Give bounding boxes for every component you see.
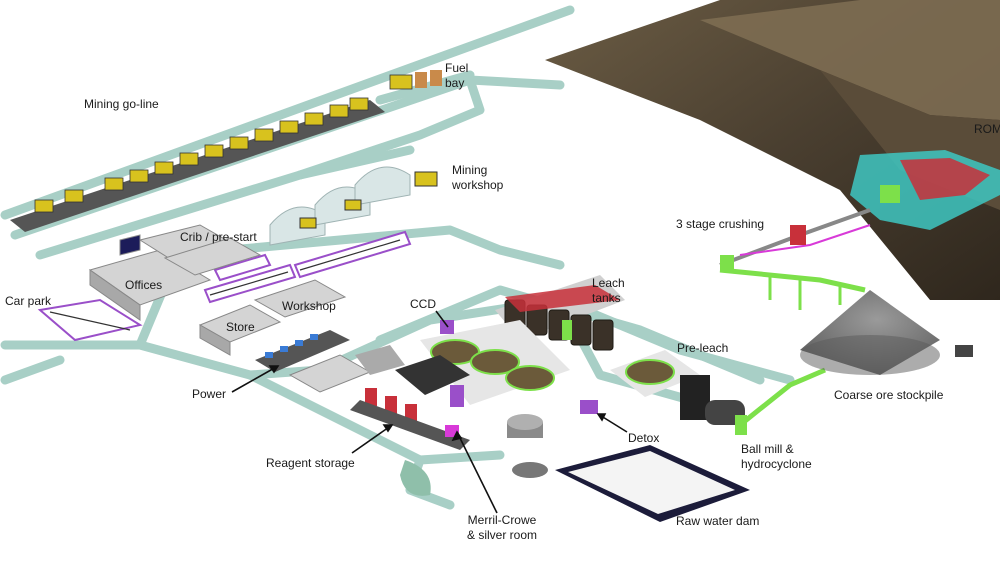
label-mining-workshop-line1: Mining <box>452 163 488 177</box>
label-ccd: CCD <box>410 297 436 311</box>
raw-water-dam <box>555 445 750 522</box>
label-power: Power <box>192 387 227 401</box>
label-fuel-bay-line1: Fuel <box>445 61 469 75</box>
label-mining-goline: Mining go-line <box>84 97 159 111</box>
leach-tanks <box>495 275 625 351</box>
crushing-circuit <box>719 208 871 427</box>
label-fuel-bay-line2: bay <box>445 76 465 90</box>
label-reagent-storage: Reagent storage <box>266 456 355 470</box>
label-merril-crowe-line1: Merril-Crowe <box>467 513 537 527</box>
label-leach-tanks-line1: Leach <box>592 276 625 290</box>
label-rom: ROM <box>974 122 1000 136</box>
label-detox: Detox <box>628 431 660 445</box>
vehicle-parking <box>37 230 412 342</box>
fuel-bay <box>389 70 442 90</box>
label-pre-leach: Pre-leach <box>677 341 729 355</box>
admin-buildings <box>88 224 372 393</box>
process-equipment <box>350 345 598 478</box>
leader-lines <box>231 310 628 514</box>
label-leach-tanks-line2: tanks <box>592 291 621 305</box>
label-ball-mill-line2: hydrocyclone <box>741 457 812 471</box>
label-merril-crowe-line2: & silver room <box>466 528 537 542</box>
ball-mill <box>680 375 747 435</box>
label-ball-mill-line1: Ball mill & <box>741 442 794 456</box>
mining-workshop <box>269 166 438 246</box>
power-station <box>255 330 350 372</box>
pond <box>400 460 431 496</box>
label-workshop: Workshop <box>282 299 336 313</box>
label-coarse-ore-stockpile: Coarse ore stockpile <box>834 388 944 402</box>
coarse-ore-stockpile <box>800 290 973 375</box>
label-car-park: Car park <box>5 294 52 308</box>
pre-leach-thickener <box>610 350 700 397</box>
label-three-stage-crushing: 3 stage crushing <box>676 217 765 231</box>
label-mining-workshop-line2: workshop <box>452 178 504 192</box>
rom-pit-area <box>545 0 1000 300</box>
label-raw-water-dam: Raw water dam <box>676 514 760 528</box>
label-store: Store <box>226 320 255 334</box>
mining-goline-trucks <box>10 97 385 232</box>
label-crib: Crib / pre-start <box>180 230 257 244</box>
label-offices: Offices <box>125 278 163 292</box>
